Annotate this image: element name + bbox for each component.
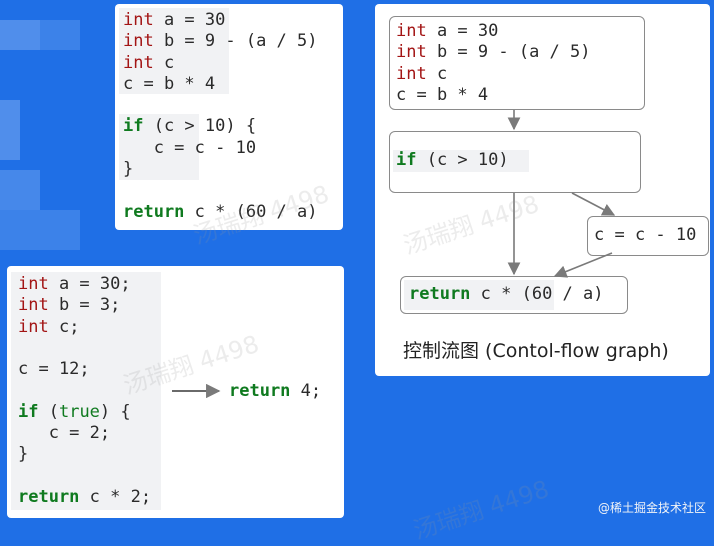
code-text: c * (60 / a)	[184, 201, 318, 222]
code-keyword: int	[123, 10, 154, 30]
cfg-node-assign: c = c - 10	[587, 216, 709, 256]
code-text: b = 9 - (a / 5)	[426, 42, 591, 63]
cfg-node-assign-code: c = c - 10	[594, 225, 696, 246]
code-text: c * 2;	[79, 486, 152, 507]
pixel-decoration	[0, 170, 40, 210]
code-keyword: true	[58, 401, 100, 422]
cfg-node-return: return c * (60 / a)	[400, 276, 628, 314]
code-text: ) {	[99, 401, 131, 422]
footer-credit: @稀土掘金技术社区	[597, 501, 706, 515]
code-line: c = b * 4	[396, 85, 590, 106]
code-line: if (c > 10)	[396, 150, 509, 171]
edge-assign-to-return	[553, 252, 613, 278]
code-keyword: return	[123, 201, 185, 222]
code-keyword: int	[18, 274, 49, 294]
code-text: (c > 10)	[416, 150, 509, 170]
code-text: c = b * 4	[123, 73, 216, 94]
cfg-caption: 控制流图 (Contol-flow graph)	[403, 340, 669, 362]
pixel-decoration	[0, 100, 20, 160]
code-line: int c;	[18, 317, 151, 338]
code-line: int b = 9 - (a / 5)	[123, 31, 317, 52]
code-shade	[393, 150, 529, 172]
cfg-node-if: if (c > 10)	[389, 131, 641, 193]
code-line: c = 12;	[18, 359, 151, 380]
code-text: c	[153, 52, 175, 73]
code-line: c = b * 4	[123, 74, 317, 95]
pixel-decoration	[40, 20, 80, 50]
code-line: int c	[396, 64, 590, 85]
code-line: if (c > 10) {	[123, 116, 317, 137]
code-text: c = c - 10	[123, 137, 257, 158]
code-line: }	[123, 159, 317, 180]
code-line: c = c - 10	[123, 138, 317, 159]
code-keyword: if	[123, 116, 144, 137]
code-text: (c > 10) {	[143, 116, 257, 137]
cfg-node-if-code: if (c > 10)	[396, 150, 509, 171]
code-text: b = 3;	[48, 295, 121, 316]
cfg-node-return-code: return c * (60 / a)	[409, 284, 603, 305]
code-text: c = 12;	[18, 359, 90, 380]
code-text: a = 30	[426, 21, 499, 41]
code-keyword: int	[396, 42, 427, 63]
code-keyword: return	[229, 381, 291, 401]
code-shade	[119, 114, 199, 180]
pixel-decoration	[0, 20, 40, 50]
code-text: c = c - 10	[594, 225, 697, 245]
code-text: c = b * 4	[396, 84, 489, 105]
code-keyword: int	[123, 52, 154, 73]
code-line: int a = 30;	[18, 274, 151, 295]
code-keyword: if	[396, 150, 417, 170]
code-line: c = c - 10	[594, 225, 696, 246]
code-text: (	[38, 401, 59, 422]
pixel-decoration	[0, 210, 80, 250]
code-text: c = 2;	[18, 423, 111, 444]
code-text: 4;	[290, 381, 322, 401]
optimized-code-panel: int a = 30;int b = 3;int c; c = 12; if (…	[7, 266, 344, 518]
code-line: if (true) {	[18, 402, 151, 423]
code-keyword: if	[18, 401, 39, 422]
code-line: }	[18, 444, 151, 465]
code-line: c = 2;	[18, 423, 151, 444]
code-line: int c	[123, 53, 317, 74]
edge-if-to-assign	[571, 192, 616, 216]
code-text: c * (60 / a)	[470, 284, 604, 304]
code-line: int a = 30	[396, 21, 590, 42]
code-shade	[119, 8, 229, 94]
code-keyword: int	[396, 63, 427, 84]
code-keyword: int	[18, 316, 49, 337]
optimized-code: int a = 30;int b = 3;int c; c = 12; if (…	[18, 274, 151, 508]
code-text: c	[426, 63, 448, 84]
code-text: b = 9 - (a / 5)	[153, 31, 318, 52]
code-line: return c * (60 / a)	[409, 284, 603, 305]
code-keyword: int	[18, 295, 49, 316]
arrows-layer	[172, 110, 616, 399]
code-text: a = 30	[153, 10, 226, 30]
code-text: c;	[48, 316, 80, 337]
code-keyword: return	[18, 486, 80, 507]
code-line: int a = 30	[123, 10, 317, 31]
code-line: int b = 3;	[18, 295, 151, 316]
code-line: return c * (60 / a)	[123, 202, 317, 223]
code-keyword: return	[409, 284, 471, 304]
code-line: return c * 2;	[18, 487, 151, 508]
code-text: }	[18, 444, 29, 465]
folded-result: return 4;	[229, 381, 321, 402]
code-text: a = 30;	[48, 274, 131, 294]
code-text: }	[123, 159, 134, 180]
code-shade	[11, 272, 161, 510]
code-keyword: int	[123, 31, 154, 52]
code-keyword: int	[396, 21, 427, 41]
code-line: return 4;	[229, 381, 321, 402]
code-line: int b = 9 - (a / 5)	[396, 42, 590, 63]
code-shade	[404, 280, 554, 310]
